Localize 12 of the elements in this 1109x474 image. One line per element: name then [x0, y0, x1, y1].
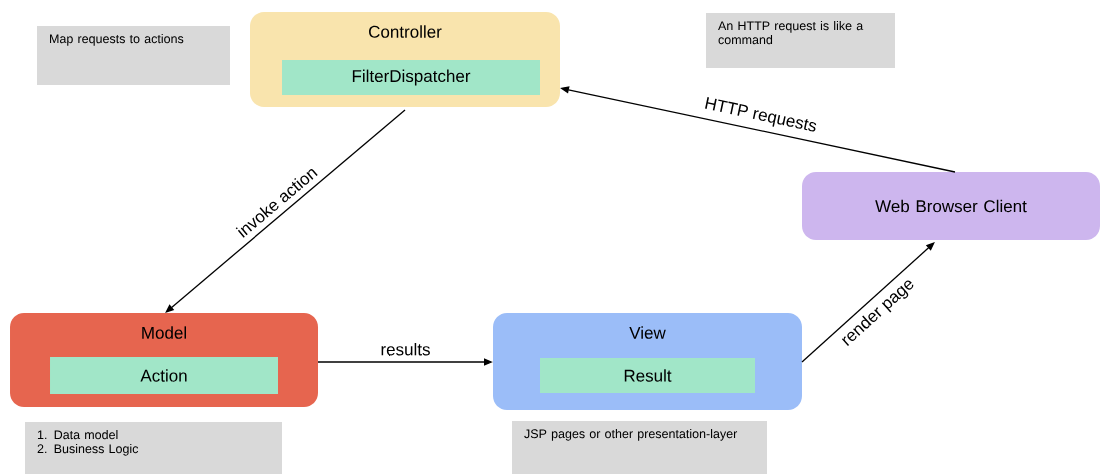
edge-label: results	[381, 343, 430, 356]
class-box: Action	[50, 357, 278, 394]
note-box: Map requests to actions	[37, 26, 230, 85]
arrow	[165, 109, 406, 313]
class-box: FilterDispatcher	[282, 60, 540, 95]
note-box: An HTTP request is like a command	[706, 13, 895, 68]
arrow	[801, 242, 935, 363]
class-box: Result	[540, 358, 755, 393]
client-box: Web Browser Client	[802, 172, 1100, 240]
note-box: JSP pages or other presentation-layer	[512, 421, 767, 474]
note-box: 1. Data model 2. Business Logic	[25, 422, 282, 474]
edge-label: HTTP requests	[705, 97, 817, 132]
